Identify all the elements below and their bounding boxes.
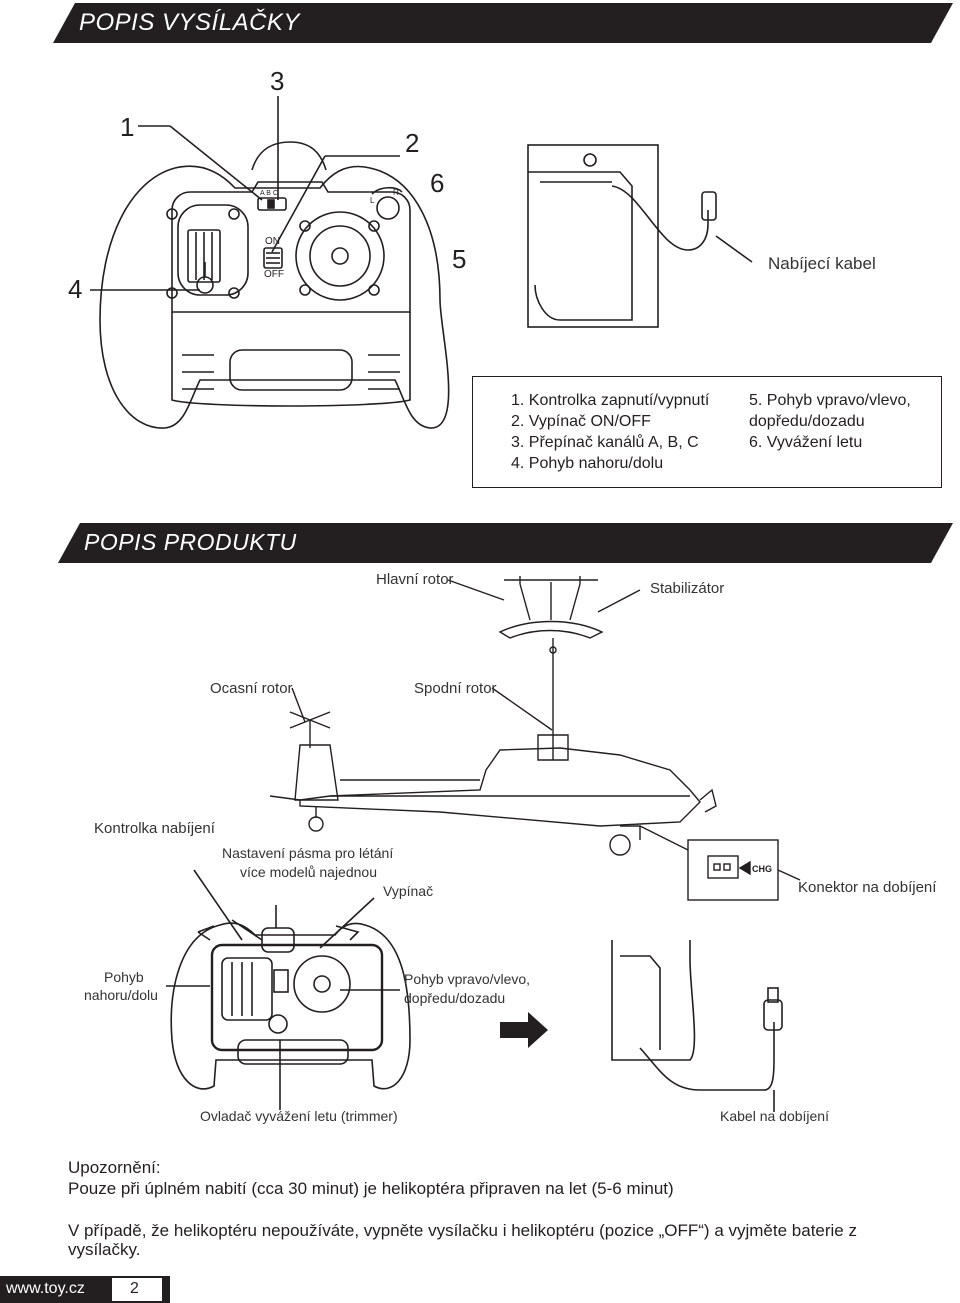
section-banner-product: POPIS PRODUKTU [58,523,953,563]
callout-1: 1 [120,112,135,142]
switch-off-label: OFF [264,269,284,280]
cable-label: Nabíjecí kabel [768,254,876,273]
footer-url[interactable]: www.toy.cz [6,1280,85,1297]
legend-item: 2. Vypínač ON/OFF [511,413,651,430]
connector-badge: CHG [752,864,772,874]
label-band-setting-2: více modelů najednou [240,864,377,880]
label-up-down: Pohyb [104,969,144,985]
legend-box: 1. Kontrolka zapnutí/vypnutí 2. Vypínač … [472,376,942,488]
warning-text: Pouze při úplném nabití (cca 30 minut) j… [68,1179,674,1198]
section-title: POPIS PRODUKTU [84,529,297,555]
channel-letters: A B C [260,190,278,197]
trim-right-label: R [393,188,399,197]
section-title: POPIS VYSÍLAČKY [79,9,300,36]
legend-item: 5. Pohyb vpravo/vlevo, [749,392,911,409]
callout-2: 2 [405,128,420,158]
callout-3: 3 [270,66,285,96]
storage-text: V případě, že helikoptéru nepoužíváte, v… [68,1221,857,1240]
label-right-left-2: dopředu/dozadu [404,990,506,1006]
label-trimmer: Ovladač vyvážení letu (trimmer) [200,1108,398,1124]
legend-item: 3. Přepínač kanálů A, B, C [511,434,699,451]
label-lower-rotor: Spodní rotor [414,680,497,697]
legend-left: 1. Kontrolka zapnutí/vypnutí 2. Vypínač … [511,390,709,474]
label-up-down-2: nahoru/dolu [84,987,158,1003]
label-charge-led: Kontrolka nabíjení [94,820,215,837]
legend-item: 6. Vyvážení letu [749,434,863,451]
label-main-rotor: Hlavní rotor [376,571,454,588]
legend-item: 1. Kontrolka zapnutí/vypnutí [511,392,710,409]
label-band-setting: Nastavení pásma pro létání [222,845,394,861]
label-tail-rotor: Ocasní rotor [210,680,293,697]
legend-item: dopředu/dozadu [749,413,865,430]
footer: www.toy.cz 2 [0,1276,170,1303]
label-stabilizer: Stabilizátor [650,580,725,597]
switch-on-label: ON [265,236,280,247]
warning-title: Upozornění: [68,1158,161,1177]
callout-5: 5 [452,244,467,274]
trim-left-label: L [370,196,375,205]
label-charge-connector: Konektor na dobíjení [798,879,937,896]
footer-page-box [112,1278,162,1301]
label-charge-cable: Kabel na dobíjení [720,1108,829,1124]
section-banner-transmitter: POPIS VYSÍLAČKY [53,3,953,43]
legend-right: 5. Pohyb vpravo/vlevo, dopředu/dozadu 6.… [749,390,911,453]
label-power-switch: Vypínač [383,883,434,899]
storage-text-2: vysílačky. [68,1240,141,1259]
page-number: 2 [130,1280,139,1297]
callout-4: 4 [68,274,83,304]
legend-item: 4. Pohyb nahoru/dolu [511,455,664,472]
label-right-left: Pohyb vpravo/vlevo, [404,971,531,987]
callout-6: 6 [430,168,445,198]
